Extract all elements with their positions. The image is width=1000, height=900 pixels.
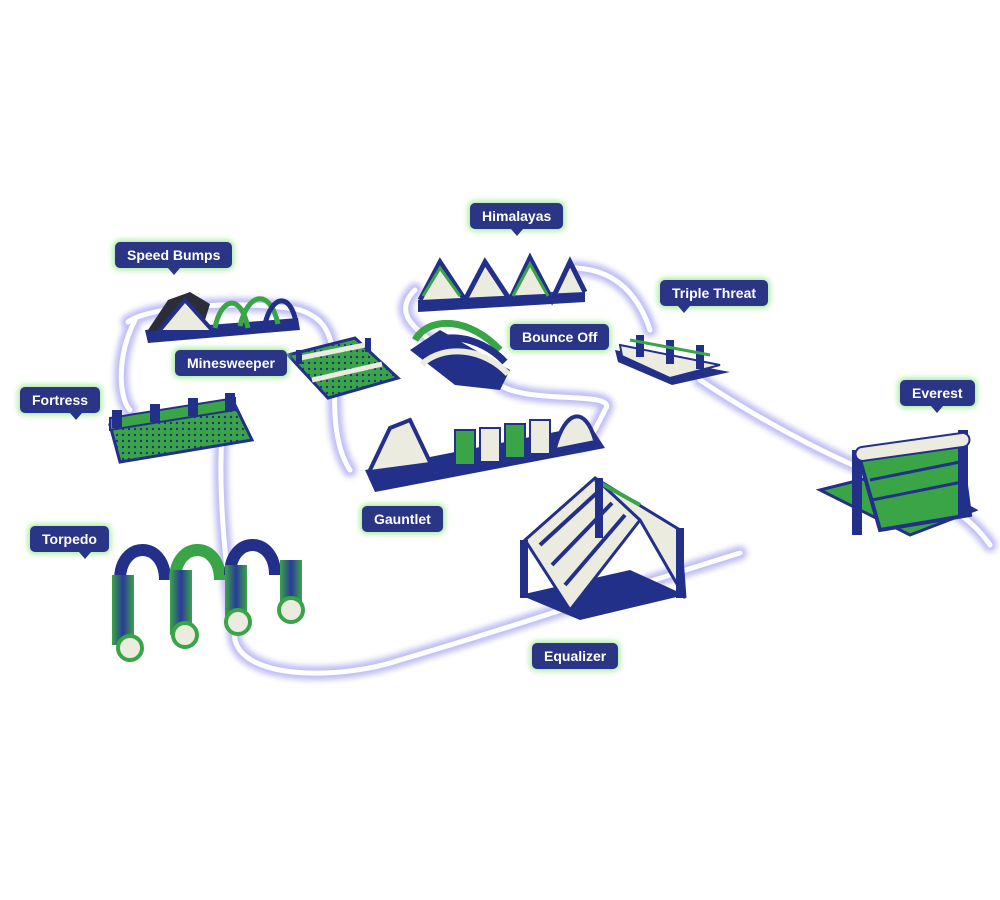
fortress-inflatable (108, 393, 255, 464)
label-himalayas[interactable]: Himalayas (470, 203, 564, 236)
everest-inflatable (815, 430, 979, 537)
speed-bumps-inflatable (145, 292, 300, 343)
triple-threat-inflatable (615, 335, 730, 385)
equalizer-inflatable (520, 475, 687, 620)
course-path (114, 261, 997, 681)
gauntlet-inflatable (365, 414, 605, 492)
label-bounce-off[interactable]: Bounce Off (510, 324, 610, 350)
torpedo-inflatable (112, 539, 305, 662)
himalayas-inflatable (417, 252, 588, 312)
label-gauntlet[interactable]: Gauntlet (362, 506, 443, 532)
label-triple-threat[interactable]: Triple Threat (660, 280, 769, 313)
bounce-off-inflatable (410, 319, 511, 390)
label-equalizer[interactable]: Equalizer (532, 643, 619, 669)
label-torpedo[interactable]: Torpedo (30, 526, 109, 559)
label-fortress[interactable]: Fortress (20, 387, 101, 420)
path-core (118, 265, 993, 676)
label-everest[interactable]: Everest (900, 380, 975, 413)
label-minesweeper[interactable]: Minesweeper (175, 350, 287, 376)
label-speed-bumps[interactable]: Speed Bumps (115, 242, 233, 275)
minesweeper-inflatable (285, 336, 401, 400)
